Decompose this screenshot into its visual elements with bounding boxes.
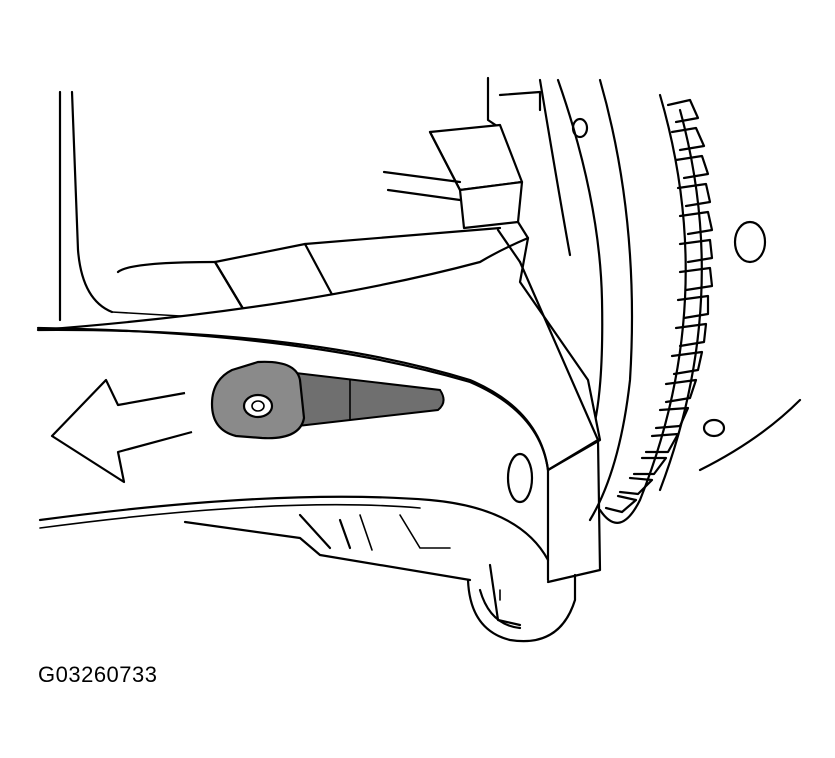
mount-block (382, 76, 542, 264)
bell-housing (538, 78, 634, 522)
housing-left-edge (58, 90, 216, 322)
removal-pin (210, 360, 445, 440)
lower-housing (183, 513, 577, 643)
arrow-left-icon (50, 378, 193, 484)
figure-code: G03260733 (38, 662, 158, 687)
ring-gear (598, 93, 802, 524)
